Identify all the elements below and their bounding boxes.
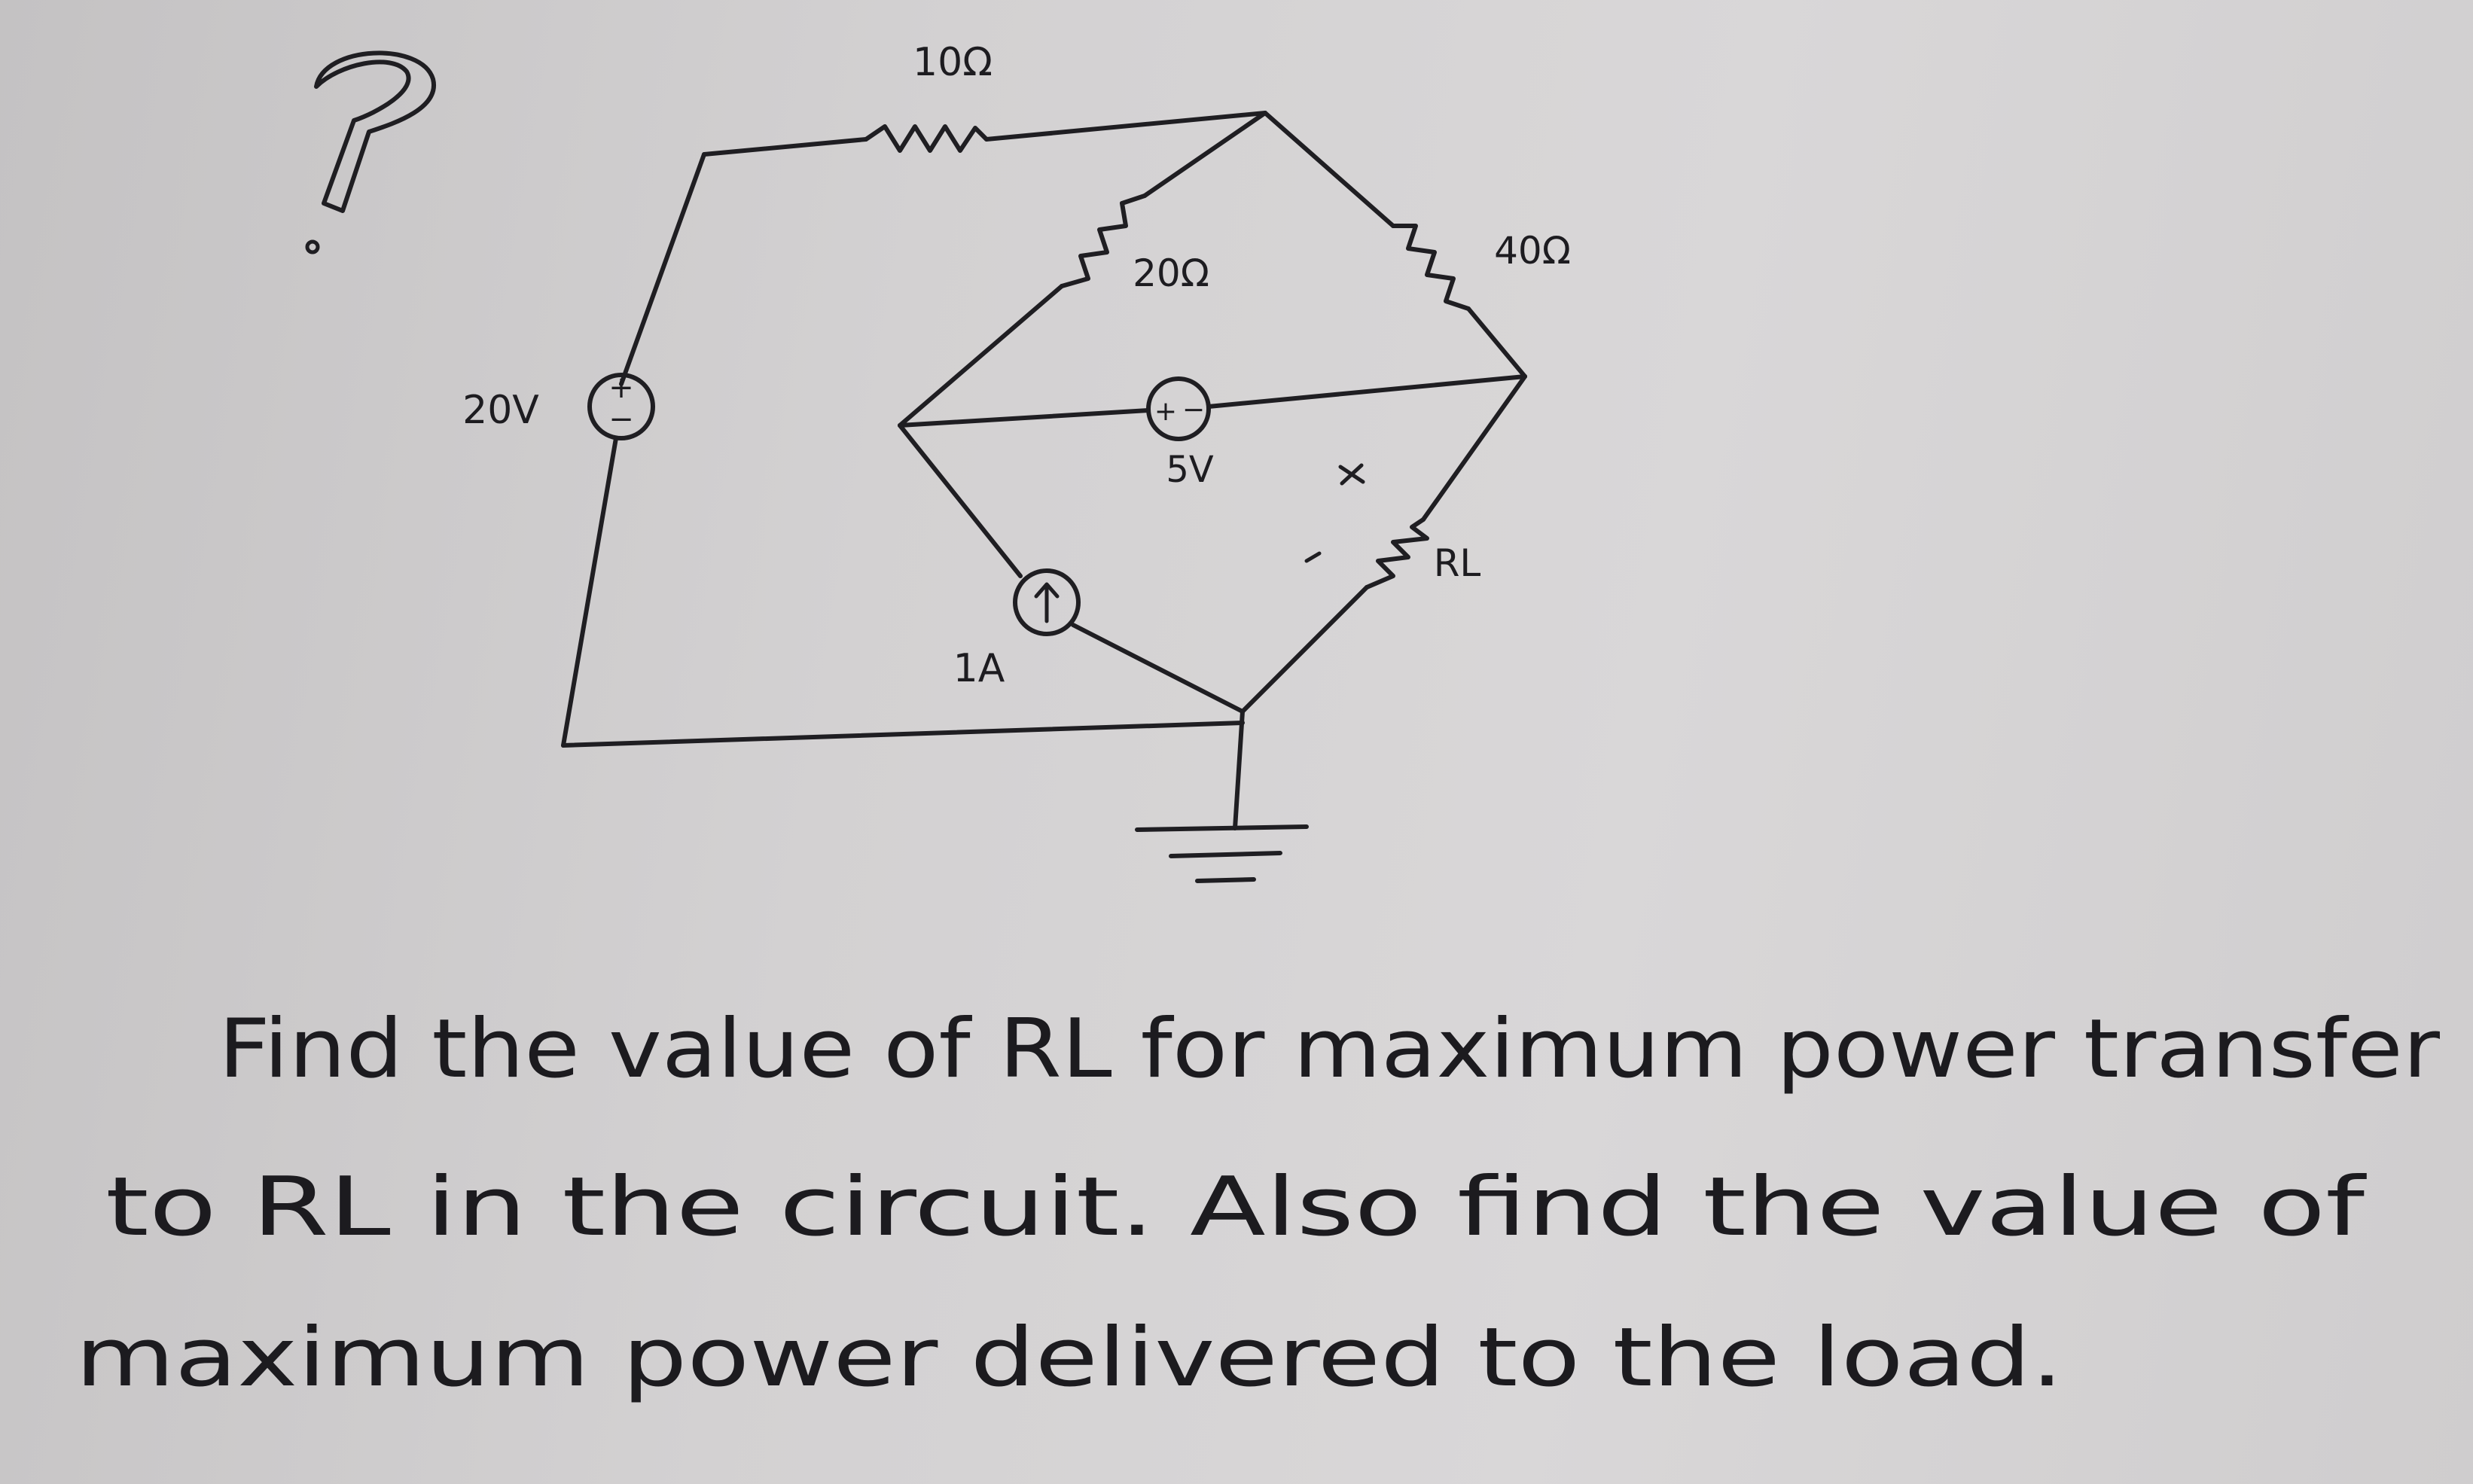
voltage-source-20v: + − — [587, 370, 655, 440]
resistor-20ohm — [1060, 193, 1147, 288]
voltage-source-5v: + − — [1146, 376, 1211, 441]
label-40ohm: 40Ω — [1494, 229, 1571, 273]
resistor-rl — [1365, 517, 1429, 590]
question-line-2: to RL in the circuit. Also find the valu… — [105, 1160, 2368, 1254]
label-rl: RL — [1434, 541, 1481, 585]
wire-bottom — [561, 721, 1245, 748]
plus-mark: + — [608, 370, 634, 405]
question-line-3: maximum power delivered to the load. — [75, 1311, 2063, 1405]
wire-40ohm-top — [1263, 111, 1395, 228]
terminal-x-mark — [1338, 463, 1365, 486]
wire-mid-left — [898, 408, 1151, 428]
label-20v: 20V — [462, 388, 539, 433]
label-20ohm: 20Ω — [1133, 251, 1209, 295]
wire-1a-top — [898, 423, 1023, 578]
wire-20ohm-bottom — [898, 284, 1064, 428]
arrow-up-icon — [1034, 582, 1060, 623]
wire-left-top — [619, 152, 706, 386]
label-1a: 1A — [953, 646, 1005, 691]
resistor-40ohm — [1391, 224, 1471, 311]
question-line-1: Find the value of RL for maximum power t… — [218, 1002, 2441, 1096]
wire-top-right — [984, 111, 1267, 142]
wire-rl-bottom — [1240, 585, 1369, 714]
wire-1a-bottom — [1071, 623, 1245, 714]
wire-20ohm-top — [1142, 111, 1267, 198]
ground-icon — [1135, 709, 1309, 883]
wire-40ohm-bottom — [1466, 306, 1527, 379]
terminal-dash-mark — [1304, 551, 1322, 563]
minus-mark: − — [608, 402, 634, 437]
question-mark-icon — [305, 50, 436, 254]
minus-sign: − — [1182, 395, 1205, 425]
wire-left-bottom — [561, 436, 618, 748]
plus-sign: + — [1154, 396, 1177, 427]
current-source-1a — [1013, 568, 1081, 636]
wire-top-left — [702, 137, 868, 157]
label-5v: 5V — [1166, 449, 1214, 491]
wire-mid-right — [1206, 374, 1527, 409]
resistor-10ohm — [864, 124, 989, 153]
wire-rl-top — [1421, 374, 1527, 522]
label-10ohm: 10Ω — [913, 40, 993, 85]
